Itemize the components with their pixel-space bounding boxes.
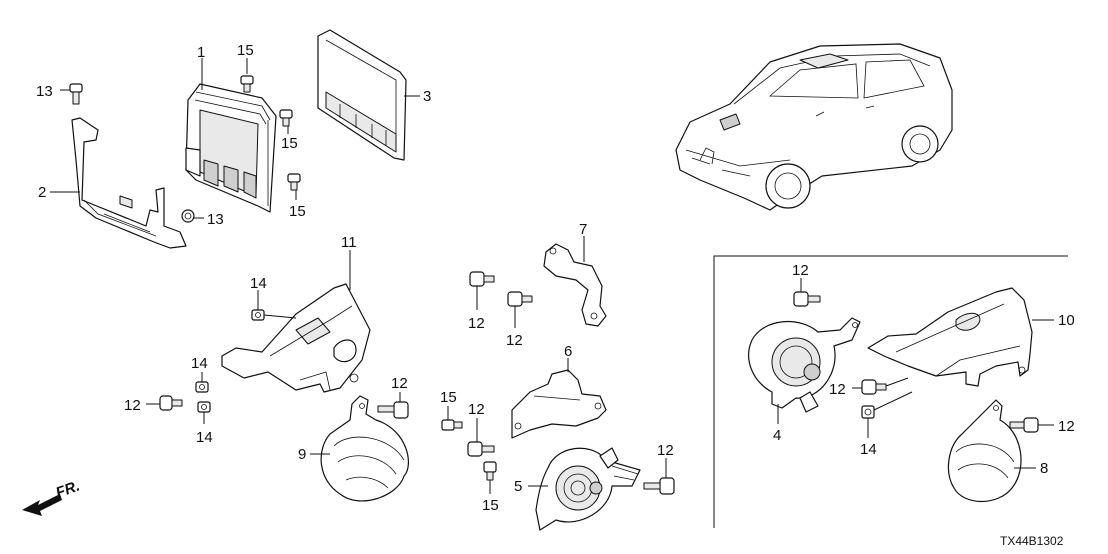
nut-14-a [251,309,265,321]
bracket-10 [867,287,1033,387]
bolt-15-e [483,461,497,481]
direction-label: FR. [54,478,83,502]
leader-14d-2 [873,391,913,411]
bolt-12-horn8 [1009,417,1039,433]
callout-2: 2 [38,184,46,201]
bolt-12-b7a [469,271,495,287]
bracket-7 [543,243,607,327]
bolt-12-left [159,395,183,411]
nut-14-d [861,405,875,419]
leader-12h-2 [885,377,909,387]
ecu-bracket [71,117,187,249]
callout-12-horn5: 12 [657,442,674,459]
callout-5: 5 [514,478,522,495]
bolt-13-top [69,83,83,105]
callout-6: 6 [564,343,572,360]
bolt-12-b7b [507,291,533,307]
horn-4 [748,317,861,413]
horn-bracket-11 [221,283,371,393]
leader-14a-2 [263,314,297,319]
callout-12-b7b: 12 [506,332,523,349]
callout-12-horn9: 12 [391,375,408,392]
bolt-15-d [441,419,463,431]
ecu-cover [317,29,407,161]
bolt-12-b6 [467,441,495,457]
callout-15-e: 15 [482,497,499,514]
callout-14-c: 14 [196,429,213,446]
inset-frame [713,255,1068,528]
callout-15-d: 15 [440,389,457,406]
callout-13-nut: 13 [207,211,224,228]
callout-12-b6: 12 [468,401,485,418]
horn-8 [947,399,1022,502]
callout-10: 10 [1058,312,1075,329]
diagram-code: TX44B1302 [1000,534,1064,548]
nut-13 [181,209,195,223]
bolt-12-horn5 [643,477,675,495]
callout-4: 4 [773,427,781,444]
bolt-15-b [279,109,293,127]
callout-15-b: 15 [281,135,298,152]
bolt-12-inset-mid [861,379,887,395]
callout-7: 7 [579,221,587,238]
callout-15-a: 15 [237,42,254,59]
bolt-12-horn9 [377,401,409,419]
bolt-12-inset-top [793,291,821,307]
callout-12-inset-top: 12 [792,262,809,279]
nut-14-c [197,401,211,413]
ecu-unit [185,83,277,213]
horn-9 [320,395,410,502]
bracket-6 [511,369,607,439]
bolt-15-a [240,75,254,93]
callout-14-a: 14 [250,275,267,292]
vehicle-illustration [675,43,953,211]
callout-12-b7a: 12 [468,315,485,332]
callout-9: 9 [298,446,306,463]
callout-15-c: 15 [289,203,306,220]
front-direction-arrow [22,494,62,516]
callout-11: 11 [341,234,357,251]
bolt-15-c [287,173,301,191]
callout-8: 8 [1040,460,1048,477]
callout-14-b: 14 [191,355,208,372]
callout-3: 3 [423,88,431,105]
callout-13-top: 13 [36,83,53,100]
callout-14-d: 14 [860,441,877,458]
callout-1: 1 [197,44,205,61]
callout-12-horn8: 12 [1058,418,1075,435]
horn-5 [535,447,641,531]
nut-14-b [195,381,209,393]
callout-12-left: 12 [124,397,141,414]
callout-12-inset-mid: 12 [829,381,846,398]
